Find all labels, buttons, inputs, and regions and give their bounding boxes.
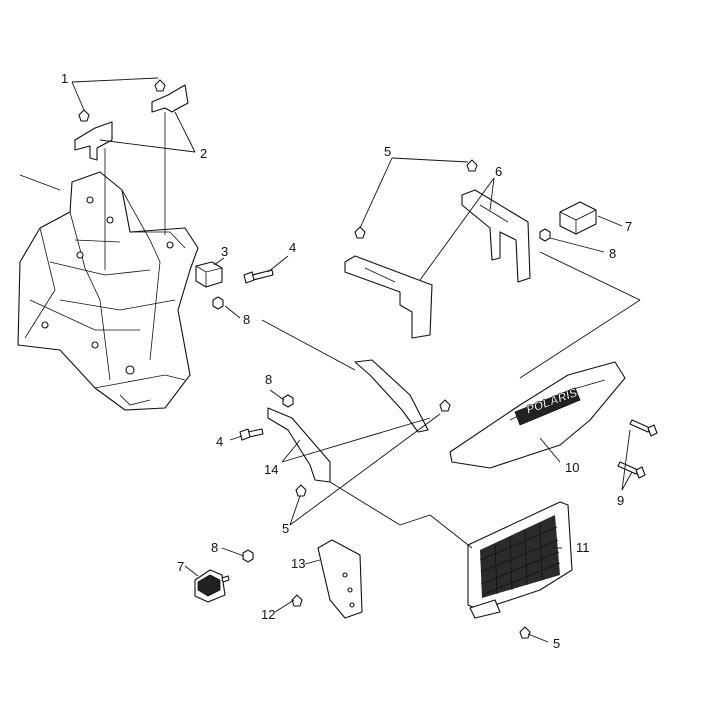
callout-labels: 1 2 3 4 4 5 5 5 6 7 7 8 8 8 8 9 10 11 12… xyxy=(61,71,632,651)
callout-4: 4 xyxy=(289,240,296,255)
relay-icon xyxy=(194,569,230,603)
radiator-grille-icon xyxy=(467,501,573,619)
leader-lines xyxy=(19,77,641,643)
callout-6: 6 xyxy=(495,164,502,179)
callout-7: 7 xyxy=(625,219,632,234)
callout-11: 11 xyxy=(576,540,590,555)
callout-5: 5 xyxy=(384,144,391,159)
callout-12: 12 xyxy=(261,607,275,622)
callout-2: 2 xyxy=(200,146,207,161)
callout-10: 10 xyxy=(565,460,579,475)
guard-tube-icon xyxy=(267,359,429,483)
screw-icon xyxy=(291,594,303,607)
callout-8: 8 xyxy=(211,540,218,555)
front-bumper-icon: POLARIS xyxy=(449,361,626,469)
clip-nut-icon xyxy=(78,79,166,122)
relay-icon xyxy=(559,201,597,235)
callout-4: 4 xyxy=(216,434,223,449)
callout-5: 5 xyxy=(282,521,289,536)
callout-9: 9 xyxy=(617,493,624,508)
callout-5: 5 xyxy=(553,636,560,651)
front-frame-assembly xyxy=(17,171,199,411)
bolt-icon xyxy=(617,419,658,479)
clip-nut-icon xyxy=(295,399,451,497)
mount-bracket-icon xyxy=(74,84,189,270)
callout-13: 13 xyxy=(291,556,305,571)
callout-8: 8 xyxy=(265,372,272,387)
callout-1: 1 xyxy=(61,71,68,86)
bumper-bracket-icon xyxy=(344,189,531,339)
mount-plate-icon xyxy=(317,539,363,619)
clip-nut-icon xyxy=(354,159,478,239)
callout-8: 8 xyxy=(243,312,250,327)
clip-nut-icon xyxy=(519,626,531,639)
callout-14: 14 xyxy=(264,462,278,477)
bolt-icon xyxy=(239,269,274,441)
callout-3: 3 xyxy=(221,244,228,259)
rubber-block-icon xyxy=(195,261,223,288)
callout-7: 7 xyxy=(177,559,184,574)
callout-8: 8 xyxy=(609,246,616,261)
